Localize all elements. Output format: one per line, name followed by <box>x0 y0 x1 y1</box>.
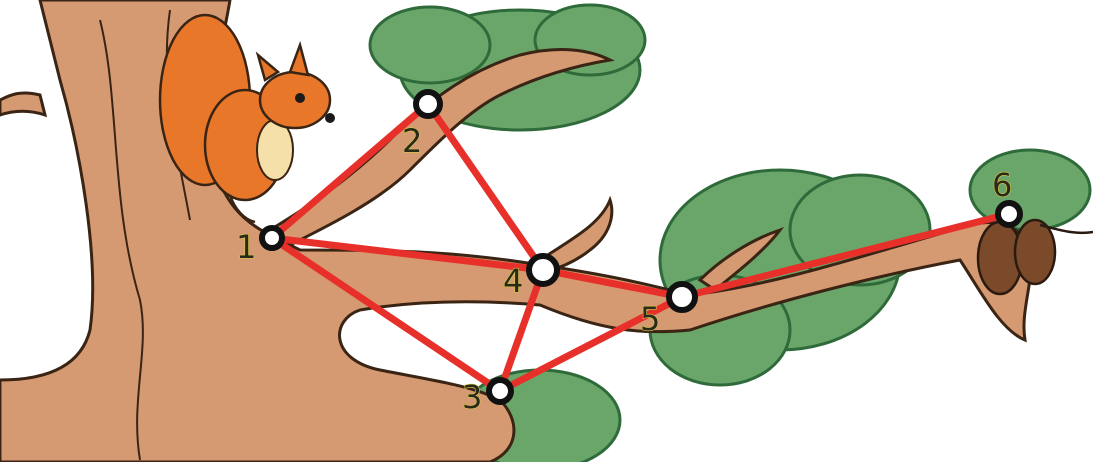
node-label-6: 6 <box>992 166 1012 204</box>
edge-4-5 <box>539 266 686 301</box>
edge-2-4 <box>424 100 547 274</box>
squirrel-ear-left <box>255 51 281 82</box>
node-5 <box>666 281 698 313</box>
squirrel-illustration <box>158 13 335 224</box>
tree-illustration <box>0 0 1033 462</box>
edge-3-5 <box>496 293 686 395</box>
pinecone-stem <box>1039 223 1093 235</box>
squirrel-nose <box>325 113 335 123</box>
node-2 <box>413 89 443 119</box>
node-label-5: 5 <box>640 300 660 338</box>
edge-1-3 <box>268 234 504 395</box>
graph-edges <box>268 100 1013 395</box>
edge-1-2 <box>268 100 432 242</box>
graph-nodes <box>259 89 1023 405</box>
node-4 <box>526 253 560 287</box>
graph-labels: 1 2 3 4 5 6 <box>235 121 1013 416</box>
squirrel-head <box>258 70 332 130</box>
trunk <box>0 0 1033 462</box>
trunk-texture-1 <box>99 19 144 461</box>
edge-5-6 <box>678 210 1013 301</box>
squirrel-ear-right <box>288 40 310 77</box>
squirrel-belly <box>256 119 294 181</box>
node-label-4: 4 <box>503 262 523 300</box>
node-label-3: 3 <box>462 378 482 416</box>
edge-4-3 <box>496 266 547 395</box>
node-label-2: 2 <box>402 122 422 160</box>
squirrel-leg <box>228 194 256 224</box>
pinecone-right <box>1013 218 1057 286</box>
squirrel-eye <box>295 93 305 103</box>
left-stub <box>0 91 48 118</box>
node-6 <box>995 200 1023 228</box>
twig-upper-mid <box>538 195 614 274</box>
twig-middle <box>697 227 785 292</box>
pinecone-illustration <box>976 218 1093 296</box>
edge-1-4 <box>268 234 547 274</box>
node-1 <box>259 225 285 251</box>
node-3 <box>486 377 514 405</box>
node-label-1: 1 <box>236 228 256 266</box>
